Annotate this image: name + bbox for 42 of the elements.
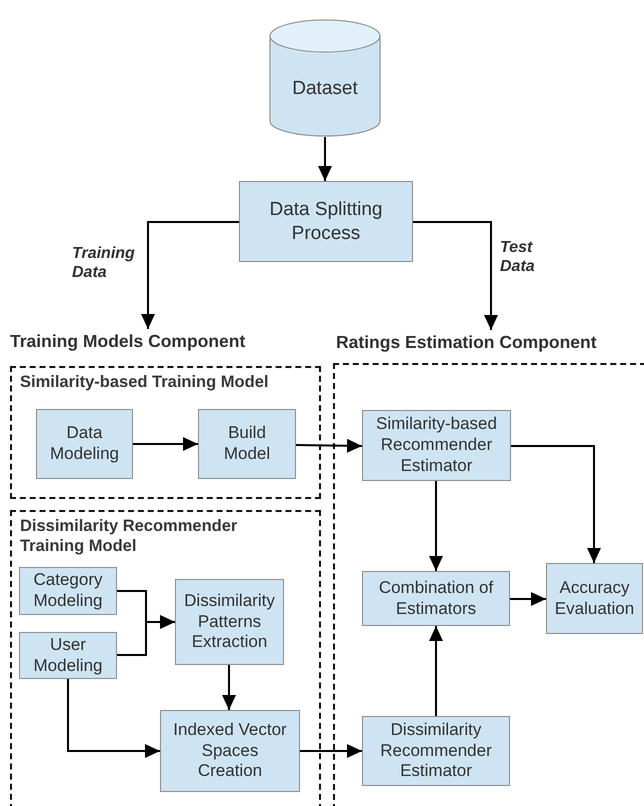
node-label: Data Modeling [49, 423, 120, 465]
group-title: Dissimilarity Recommender Training Model [20, 517, 238, 557]
process-box [239, 181, 413, 262]
arrow [67, 679, 160, 758]
group-title: Similarity-based Training Model [20, 373, 270, 393]
process-box [362, 716, 510, 786]
arrow [117, 615, 175, 656]
node-label: Dissimilarity Patterns Extraction [183, 590, 276, 654]
process-box [362, 410, 511, 481]
process-box [19, 567, 117, 615]
dashed-group-box [10, 366, 321, 499]
dashed-group-box [10, 510, 321, 806]
node-label: Indexed Vector Spaces Creation [173, 720, 287, 782]
node-label: Data Splitting Process [268, 198, 384, 245]
arrow [510, 592, 546, 606]
node-label: Dataset [291, 78, 359, 100]
arrow [133, 437, 198, 451]
node-label: Similarity-based Recommender Estimator [375, 414, 498, 477]
process-box [160, 710, 300, 792]
process-box [175, 579, 284, 665]
process-box [19, 632, 117, 679]
node-label: Combination of Estimators [378, 578, 494, 620]
arrow [141, 221, 239, 329]
node-label: User Modeling [32, 634, 104, 676]
process-box [36, 409, 133, 479]
process-box [198, 409, 296, 479]
arrow [222, 665, 236, 710]
process-box [362, 571, 510, 626]
arrow [511, 445, 601, 563]
arrow [429, 626, 443, 716]
node-label: Build Model [222, 423, 272, 465]
arrow [296, 438, 362, 453]
arrow [413, 221, 498, 330]
component-heading-text: Training Models Component [10, 331, 246, 351]
process-box [546, 563, 643, 634]
component-heading: Ratings Estimation Component [336, 332, 597, 353]
node-label: Dissimilarity Recommender Estimator [379, 720, 493, 782]
arrow [429, 481, 443, 571]
node-label: Category Modeling [32, 570, 104, 612]
arrow [318, 137, 332, 181]
node-label: Accuracy Evaluation [554, 578, 636, 620]
arrow [300, 744, 362, 758]
